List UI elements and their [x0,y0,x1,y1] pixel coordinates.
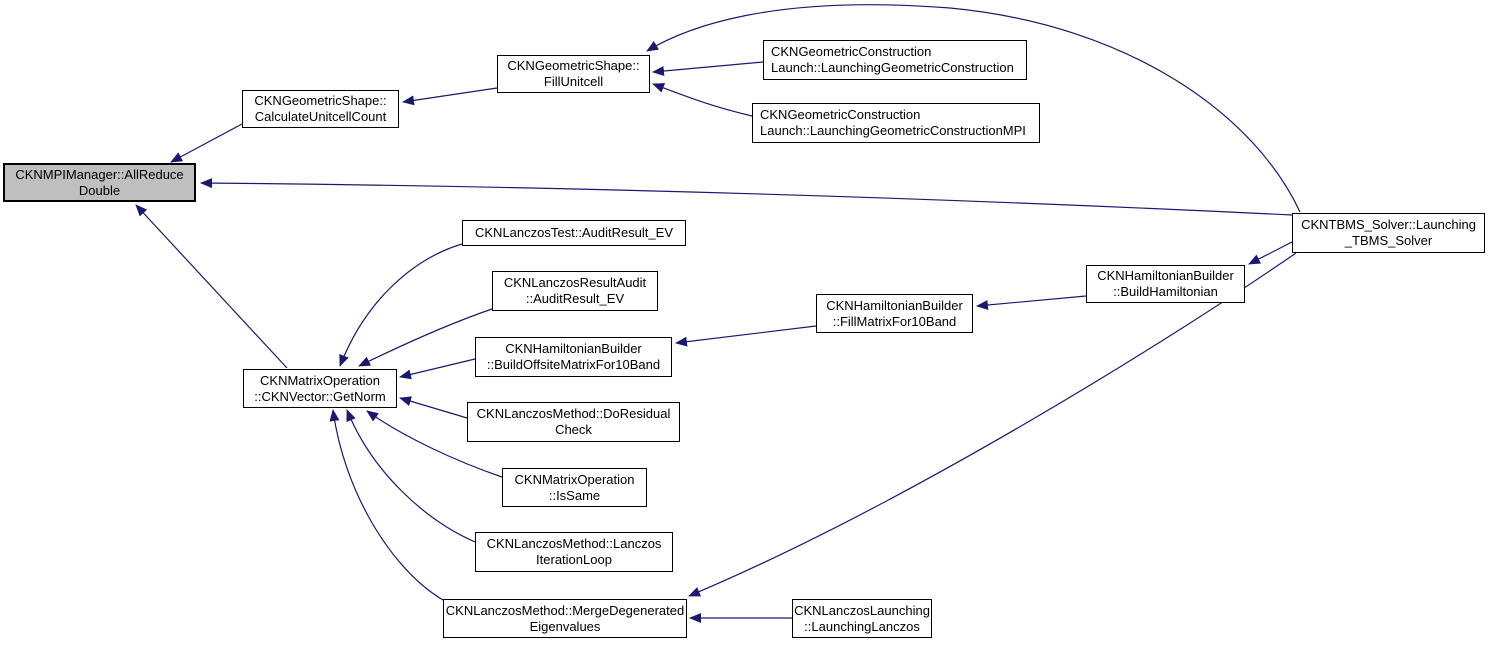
graph-node-lanczos-iteration-loop[interactable]: CKNLanczosMethod::Lanczos IterationLoop [475,532,673,572]
edge-launching-tbms-solver-to-allreduce-double [200,178,1293,216]
graph-node-launching-lanczos[interactable]: CKNLanczosLaunching ::LaunchingLanczos [792,599,932,638]
graph-node-launching-geometric-construction[interactable]: CKNGeometricConstruction Launch::Launchi… [763,40,1027,80]
graph-node-calculate-unitcell-count[interactable]: CKNGeometricShape:: CalculateUnitcellCou… [242,90,399,128]
edge-calculate-unitcell-count-to-allreduce-double [170,123,243,163]
graph-node-fill-matrix-for-10band[interactable]: CKNHamiltonianBuilder ::FillMatrixFor10B… [816,294,973,333]
graph-node-do-residual-check[interactable]: CKNLanczosMethod::DoResidual Check [467,402,680,442]
edge-lanczos-iteration-loop-to-getnorm [346,409,476,543]
graph-node-audit-result-ev-audit[interactable]: CKNLanczosResultAudit ::AuditResult_EV [492,271,658,311]
edge-launching-tbms-solver-to-build-hamiltonian [1248,241,1293,265]
edge-build-offsite-matrix-to-getnorm [399,358,476,380]
edge-fill-matrix-for-10band-to-build-offsite-matrix [675,325,817,347]
graph-node-is-same[interactable]: CKNMatrixOperation ::IsSame [502,468,647,507]
edge-getnorm-to-allreduce-double [135,204,288,369]
graph-node-fill-unitcell[interactable]: CKNGeometricShape:: FillUnitcell [497,55,650,93]
edge-is-same-to-getnorm [366,410,503,478]
edge-do-residual-check-to-getnorm [399,396,468,419]
graph-node-launching-geometric-construction-mpi[interactable]: CKNGeometricConstruction Launch::Launchi… [752,103,1040,143]
graph-node-build-offsite-matrix[interactable]: CKNHamiltonianBuilder ::BuildOffsiteMatr… [475,337,672,377]
graph-node-merge-degenerated-eigenvalues[interactable]: CKNLanczosMethod::MergeDegenerated Eigen… [443,599,687,638]
graph-node-getnorm[interactable]: CKNMatrixOperation ::CKNVector::GetNorm [243,369,397,408]
graph-node-launching-tbms-solver[interactable]: CKNTBMS_Solver::Launching _TBMS_Solver [1292,213,1485,253]
edge-fill-unitcell-to-calculate-unitcell-count [402,87,498,106]
graph-node-audit-result-ev-test[interactable]: CKNLanczosTest::AuditResult_EV [462,220,686,246]
edge-audit-result-ev-test-to-getnorm [339,243,463,367]
graph-node-build-hamiltonian[interactable]: CKNHamiltonianBuilder ::BuildHamiltonian [1086,265,1245,303]
edge-launching-tbms-solver-to-fill-unitcell [646,4,1301,213]
edge-launching-geometric-construction-mpi-to-fill-unitcell [652,83,753,117]
edge-audit-result-ev-audit-to-getnorm [358,308,493,367]
edge-launching-geometric-construction-to-fill-unitcell [652,61,764,76]
edge-build-hamiltonian-to-fill-matrix-for-10band [976,295,1087,310]
edge-merge-degenerated-eigenvalues-to-getnorm [329,409,444,601]
graph-node-allreduce-double[interactable]: CKNMPIManager::AllReduce Double [3,163,196,202]
